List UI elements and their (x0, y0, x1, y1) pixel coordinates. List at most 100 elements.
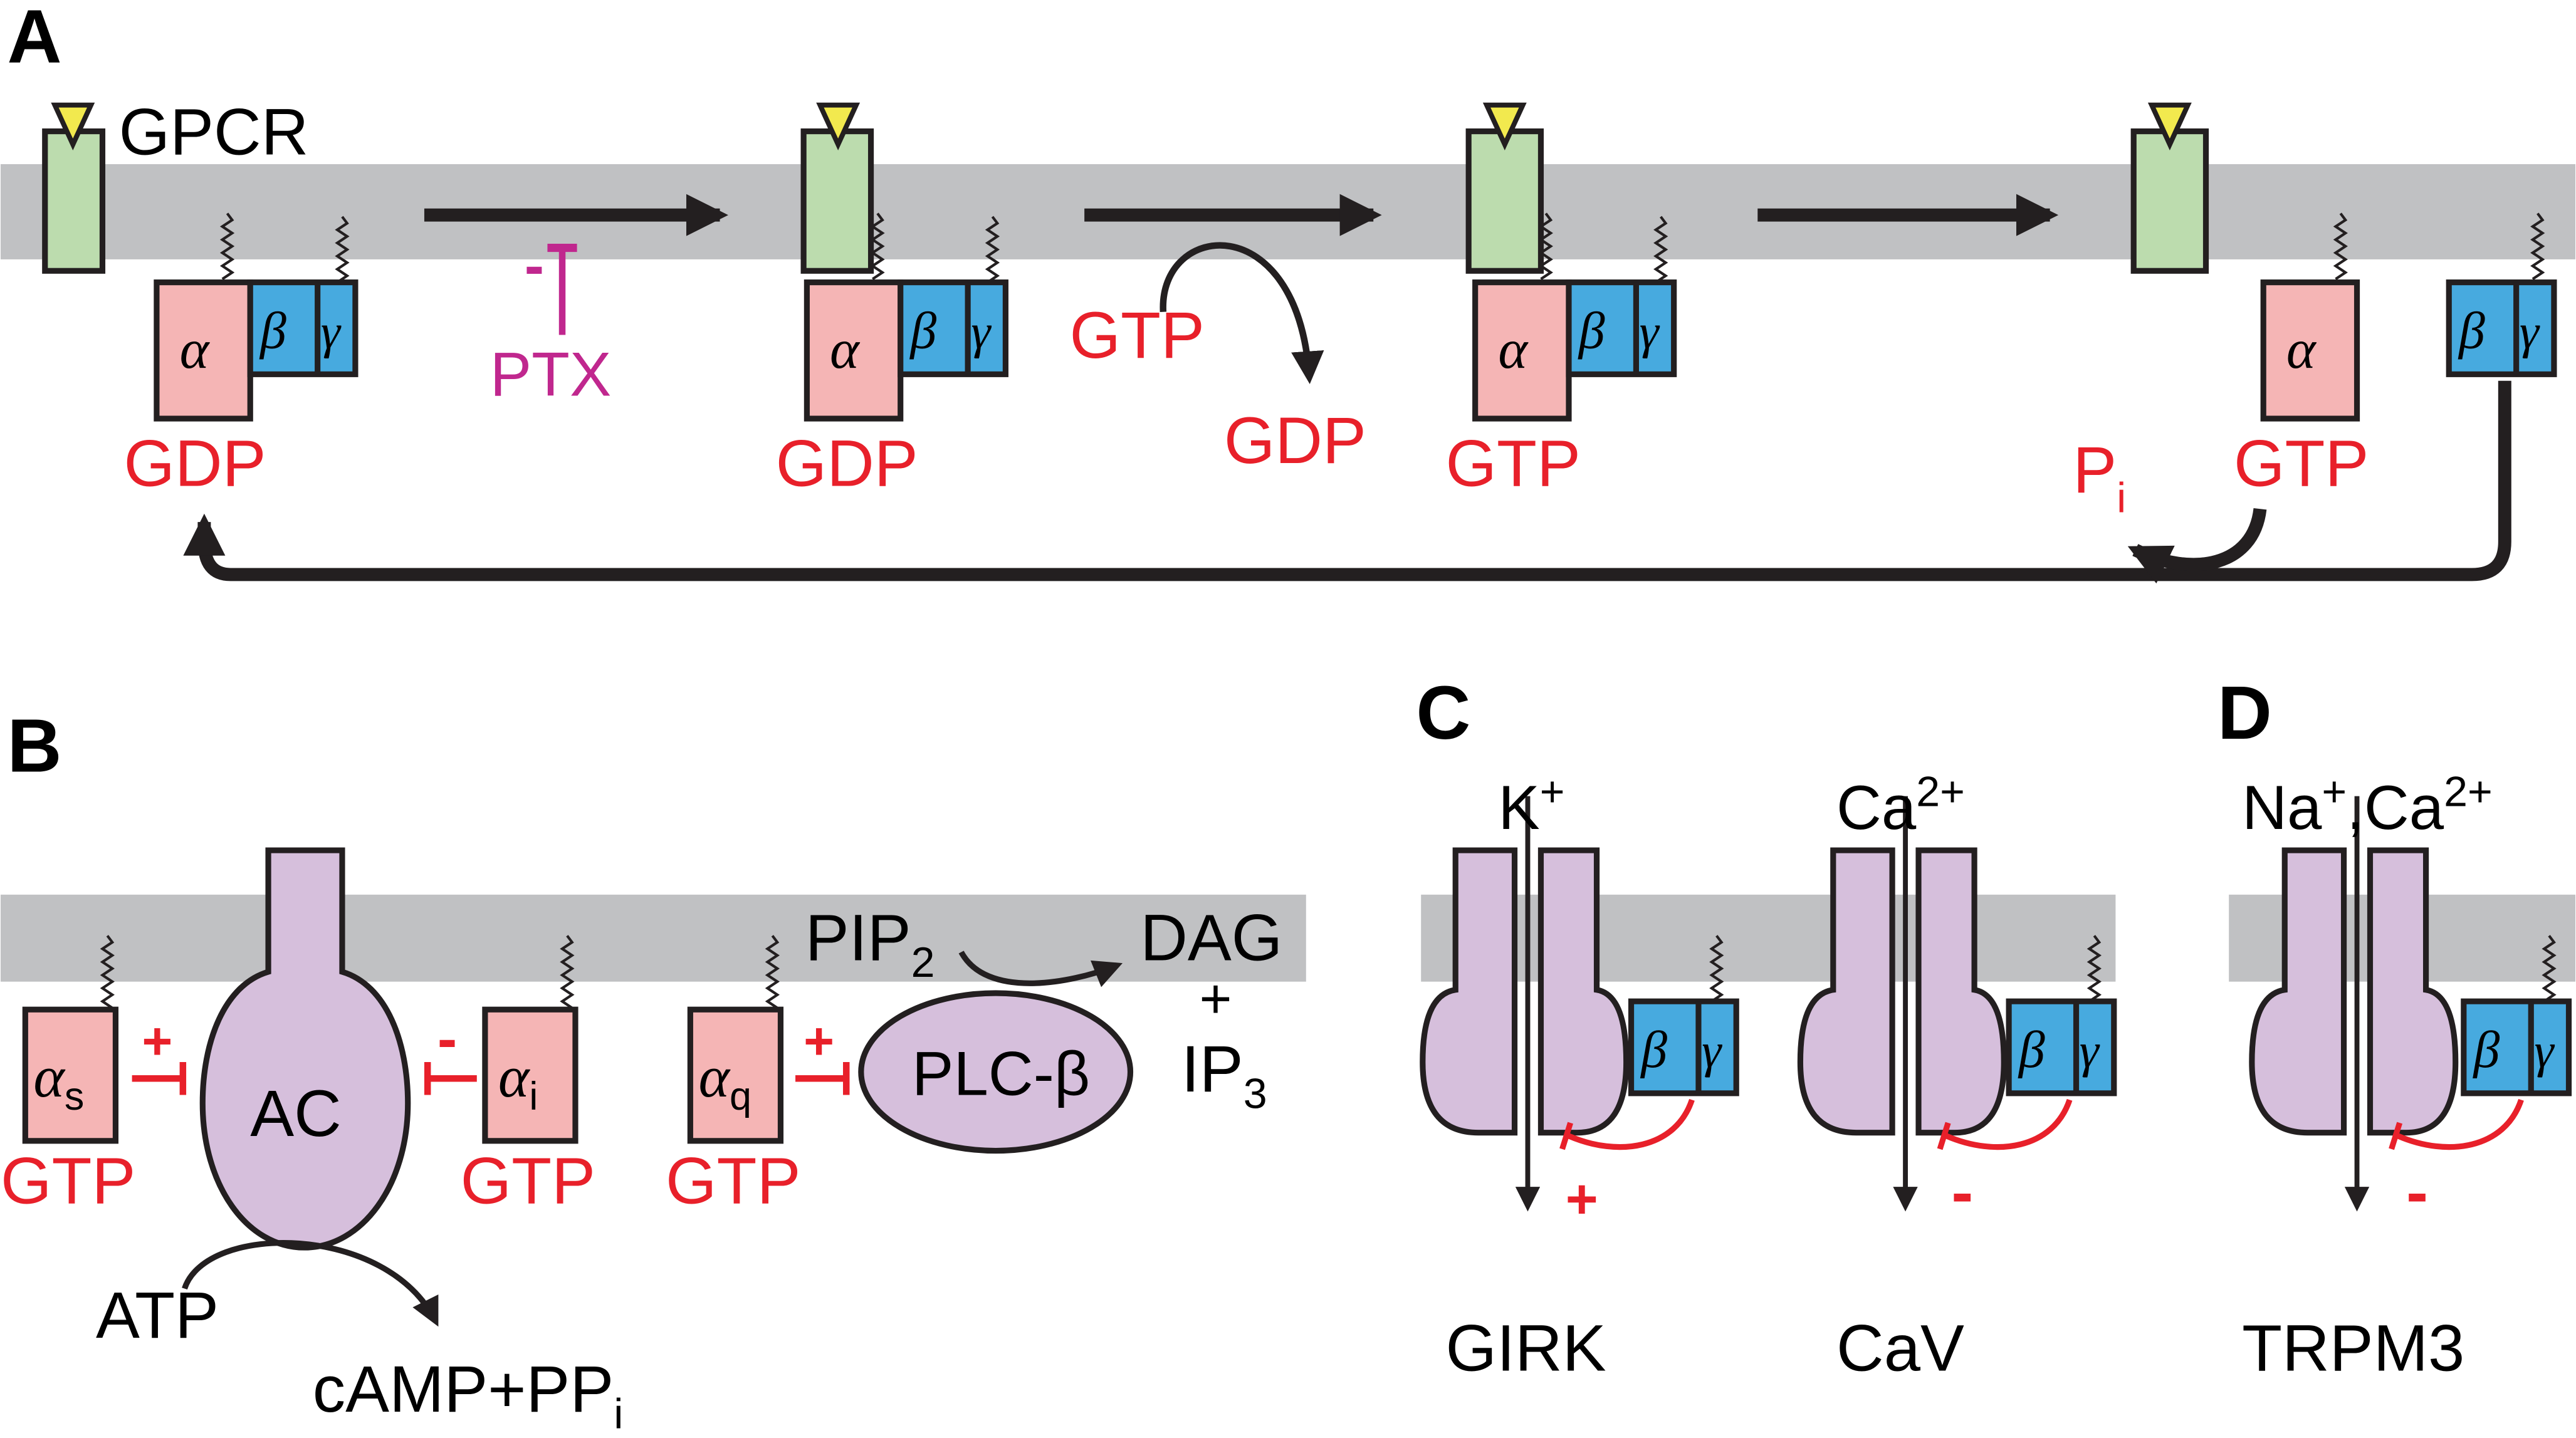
alpha-i-symbol: αi (498, 1045, 538, 1118)
gamma-symbol: γ (1640, 304, 1660, 358)
lipid-anchor-icon (219, 212, 235, 281)
gamma-symbol: γ (321, 304, 342, 358)
g-alpha-free: α (2260, 279, 2360, 422)
trpm3-inhibition-arc (2397, 1098, 2524, 1150)
alpha-q-gtp: GTP (666, 1144, 800, 1217)
phosphate-label: Pi (2073, 434, 2126, 521)
lipid-anchor-icon (870, 212, 885, 281)
gamma-symbol: γ (2080, 1023, 2100, 1078)
lipid-anchor-icon (1538, 212, 1553, 281)
ip3-label: IP3 (1181, 1033, 1267, 1117)
beta-symbol: β (2018, 1021, 2045, 1079)
gpcr-label: GPCR (119, 95, 309, 169)
gamma-symbol: γ (2534, 1023, 2555, 1078)
beta-symbol: β (2473, 1021, 2500, 1079)
g-protein-1: α β γ (154, 279, 359, 422)
girk-activation-arc (1568, 1098, 1695, 1150)
alpha-q-symbol: αq (698, 1045, 751, 1118)
gamma-symbol: γ (1702, 1023, 1722, 1078)
g-protein-2: α β γ (804, 279, 1008, 422)
alpha-symbol: α (180, 319, 211, 380)
g-protein-3: α β γ (1472, 279, 1677, 422)
panel-label-c: C (1416, 670, 1470, 755)
ptx-sign: - (525, 232, 544, 298)
cav-sign: - (1951, 1156, 1973, 1229)
lipid-anchor-icon (2530, 212, 2545, 281)
girk-name: GIRK (1446, 1312, 1606, 1385)
girk-sign: + (1566, 1167, 1598, 1230)
exchange-out: GDP (1224, 404, 1366, 477)
alpha-symbol: α (2286, 319, 2317, 380)
lipid-anchor-icon (765, 935, 780, 1009)
lipid-anchor-icon (2333, 212, 2348, 281)
panel-c: C K+ β γ + GIRK Ca2+ β γ (1416, 670, 2117, 1385)
sign-plus: + (142, 1011, 172, 1070)
girk-ion: K+ (1498, 768, 1564, 843)
panel-b: B AC αs GTP + αi GTP - αq GTP + (1, 703, 1306, 1437)
beta-symbol: β (909, 301, 936, 360)
g-beta-gamma-free: β γ (2446, 279, 2557, 377)
plc-label: PLC-β (912, 1039, 1090, 1108)
cav-ion: Ca2+ (1836, 768, 1965, 843)
gpcr-1 (42, 102, 106, 274)
alpha-symbol: α (830, 319, 861, 380)
arrow-nucleotide-exchange (1160, 242, 1324, 385)
alpha-symbol: α (1498, 319, 1529, 380)
trpm3-beta-gamma: β γ (2461, 998, 2572, 1097)
g-alpha-s (22, 1006, 119, 1144)
beta-symbol: β (2458, 301, 2485, 360)
plus-label: + (1200, 967, 1232, 1029)
g-alpha-q (687, 1006, 784, 1144)
panel-a: A GPCR α β γ GDP - PTX (1, 0, 2575, 584)
alpha-s-gtp: GTP (1, 1144, 135, 1217)
lipid-anchor-icon (2542, 935, 2557, 1003)
state2-nucleotide: GDP (776, 427, 918, 500)
membrane-b (1, 894, 1306, 982)
arrow-gtp-hydrolysis (2127, 508, 2267, 584)
stimulation-ac: + (132, 1011, 187, 1095)
ligand-icon (1482, 102, 1527, 150)
lipid-anchor-icon (985, 216, 1000, 284)
sign-minus: - (437, 1006, 457, 1071)
arrow-reassociation (183, 380, 2511, 581)
membrane-c (1421, 894, 2116, 982)
lipid-anchor-icon (1653, 216, 1668, 284)
panel-label-d: D (2217, 670, 2272, 755)
dag-label: DAG (1140, 902, 1282, 975)
lipid-anchor-icon (335, 216, 350, 284)
state3-nucleotide: GTP (1446, 427, 1581, 500)
gpcr-receptor (800, 128, 874, 274)
gamma-symbol: γ (971, 304, 992, 358)
gamma-symbol: γ (2520, 304, 2540, 358)
gpcr-receptor (1465, 128, 1544, 274)
trpm3-channel (2249, 796, 2459, 1212)
g-beta-gamma (247, 279, 359, 377)
adenylyl-cyclase (199, 847, 411, 1251)
trpm3-name: TRPM3 (2242, 1312, 2464, 1385)
girk-channel (1420, 796, 1630, 1212)
plc-beta (858, 990, 1134, 1154)
arrow-atp-to-camp (182, 1240, 439, 1327)
stimulation-plc: + (795, 1011, 850, 1095)
state1-nucleotide: GDP (124, 427, 266, 500)
gpcr-receptor (2130, 128, 2209, 274)
alpha-i-gtp: GTP (461, 1144, 595, 1217)
gpcr-receptor (42, 128, 106, 274)
ac-label: AC (250, 1077, 342, 1150)
trpm3-sign: - (2406, 1156, 2428, 1229)
beta-symbol: β (1640, 1021, 1667, 1079)
inhibition-ac: - (424, 1006, 477, 1095)
camp-label: cAMP+PPi (313, 1353, 624, 1437)
alpha-s-symbol: αs (33, 1045, 84, 1118)
ligand-icon (2147, 102, 2192, 150)
panel-label-a: A (8, 0, 62, 79)
panel-label-b: B (8, 703, 62, 788)
ptx-label: PTX (490, 340, 612, 409)
ligand-icon (816, 102, 861, 150)
ptx-inhibition: - PTX (490, 232, 612, 410)
beta-symbol: β (259, 301, 286, 360)
cav-beta-gamma: β γ (2006, 998, 2117, 1097)
panel-d: D Na+,Ca2+ β γ - TRPM3 (2217, 670, 2575, 1385)
beta-symbol: β (1578, 301, 1605, 360)
sign-plus: + (804, 1011, 834, 1070)
